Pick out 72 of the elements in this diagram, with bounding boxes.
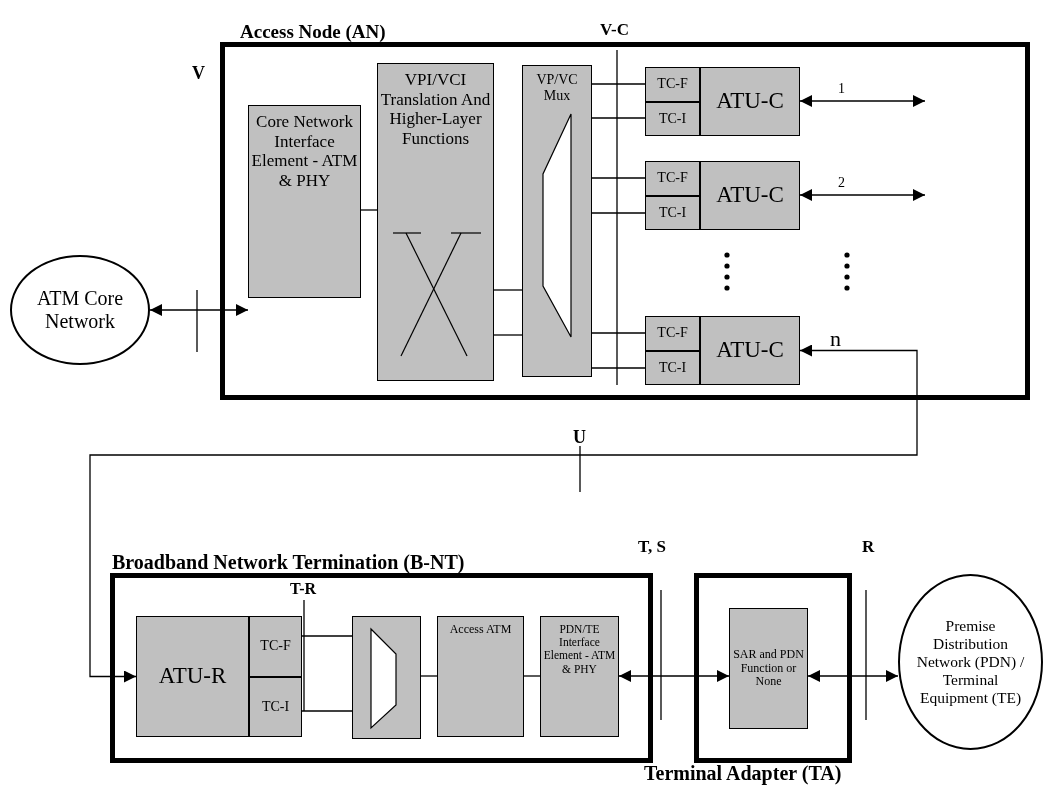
reference-point-label: V-C — [600, 21, 629, 38]
connector — [301, 710, 353, 712]
connector — [591, 367, 646, 369]
multiplexer-symbol — [371, 629, 396, 728]
node-label: VPI/VCI Translation And Higher-Layer Functions — [380, 70, 491, 149]
reference-point-label: U — [573, 428, 586, 446]
connector — [493, 334, 523, 336]
function-block — [645, 102, 700, 136]
connector — [591, 117, 646, 119]
edge-label: n — [830, 328, 841, 350]
connector — [591, 177, 646, 179]
function-block — [700, 161, 800, 230]
reference-point-label: T, S — [638, 538, 667, 555]
function-block — [522, 65, 592, 377]
function-block — [437, 616, 524, 737]
node-label: TC-I — [658, 110, 687, 128]
node-label: ATU-C — [716, 182, 784, 209]
connector — [89, 344, 918, 683]
connector — [523, 675, 541, 677]
function-block — [540, 616, 619, 737]
node-label: VP/VC Mux — [535, 72, 579, 105]
connector — [799, 95, 926, 107]
edge-label: 2 — [838, 176, 845, 190]
function-block — [352, 616, 421, 739]
node-label: ATU-C — [716, 88, 784, 115]
node-label: Core Network Interface Element - ATM & PHY — [251, 112, 358, 191]
connector — [591, 332, 646, 334]
node-label: PDN/TE Interface Element - ATM & PHY — [543, 623, 616, 676]
function-block — [136, 616, 249, 737]
function-block — [377, 63, 494, 381]
connector — [493, 289, 523, 291]
connector — [360, 209, 378, 211]
module-title: Broadband Network Termination (B-NT) — [112, 551, 465, 574]
function-block — [700, 67, 800, 136]
node-label: TC-I — [261, 698, 290, 716]
connector — [807, 670, 899, 682]
node-label: TC-F — [657, 325, 688, 342]
edge-label: 1 — [838, 82, 845, 96]
node-label: TC-F — [657, 170, 688, 187]
function-block — [645, 351, 700, 385]
module-title: Terminal Adapter (TA) — [644, 762, 842, 785]
function-block — [700, 316, 800, 385]
node-label: ATM Core Network — [35, 287, 125, 333]
function-block — [645, 161, 700, 196]
function-block — [249, 677, 302, 737]
node-label: ATU-R — [158, 663, 227, 690]
connector — [591, 212, 646, 214]
connector — [301, 635, 353, 637]
module-title: Access Node (AN) — [240, 21, 386, 43]
node-label: TC-F — [260, 638, 291, 655]
node-label: Premise Distribution Network (PDN) / Terminal Equipment (TE) — [915, 617, 1026, 707]
node-label: TC-I — [658, 359, 687, 377]
function-block — [249, 616, 302, 677]
reference-point-label: T-R — [290, 581, 317, 597]
connector — [591, 83, 646, 85]
node-label: TC-I — [658, 204, 687, 222]
connector — [149, 304, 249, 316]
reference-point-label: R — [862, 538, 875, 555]
node-label: Access ATM — [449, 623, 512, 637]
reference-point-label: V — [192, 64, 205, 82]
node-label: ATU-C — [716, 337, 784, 364]
node-label: TC-F — [657, 76, 688, 93]
function-block — [645, 67, 700, 102]
connector — [799, 189, 926, 201]
function-block — [248, 105, 361, 298]
multiplexer-symbol — [543, 114, 571, 337]
node-label: SAR and PDN Function or None — [732, 647, 805, 690]
function-block — [645, 316, 700, 351]
connector — [618, 670, 730, 682]
function-block — [645, 196, 700, 230]
function-block — [729, 608, 808, 729]
connector — [420, 675, 438, 677]
